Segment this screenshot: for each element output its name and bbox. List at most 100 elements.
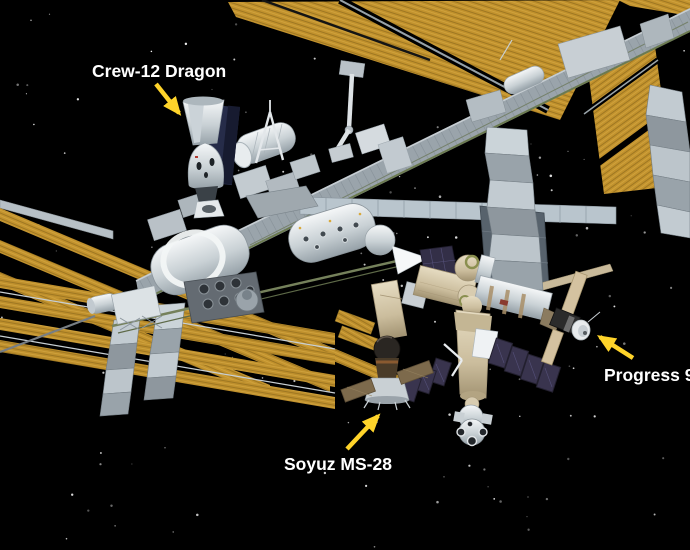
star bbox=[71, 493, 74, 496]
module-end-cap bbox=[86, 298, 96, 314]
radiator-column-right bbox=[645, 84, 690, 239]
star bbox=[365, 484, 368, 487]
main-truss bbox=[135, 8, 690, 303]
side-port bbox=[481, 413, 493, 425]
star bbox=[483, 468, 486, 471]
star bbox=[30, 19, 32, 22]
crew12-dragon-label: Crew-12 Dragon bbox=[92, 61, 226, 81]
radiator-column-port-1 bbox=[99, 317, 141, 417]
star bbox=[131, 463, 133, 465]
star bbox=[583, 158, 585, 160]
stowage-box bbox=[232, 165, 274, 199]
star bbox=[454, 236, 458, 239]
progress-aft-inner bbox=[578, 325, 588, 337]
panel-lines bbox=[346, 368, 429, 397]
star bbox=[683, 50, 685, 52]
capsule-window bbox=[209, 158, 215, 166]
star bbox=[575, 234, 579, 237]
crew12-dragon-arrow bbox=[154, 82, 182, 116]
star bbox=[519, 415, 521, 418]
star bbox=[567, 150, 569, 153]
soyuz-aft-rim bbox=[365, 396, 409, 404]
star bbox=[568, 365, 571, 368]
star bbox=[48, 13, 51, 15]
star bbox=[261, 377, 264, 379]
stowage-box bbox=[147, 208, 187, 242]
nauka-end bbox=[460, 391, 486, 401]
star bbox=[282, 170, 285, 173]
star bbox=[99, 463, 102, 466]
side-port bbox=[453, 411, 465, 423]
annotations: Crew-12 Dragon Soyuz MS-28 Progress 90 bbox=[92, 61, 690, 474]
soyuz-ms28-label: Soyuz MS-28 bbox=[284, 454, 392, 474]
truss-box bbox=[465, 89, 507, 123]
soyuz-ms28-arrow bbox=[345, 413, 381, 451]
progress-90-arrow bbox=[596, 335, 635, 360]
star bbox=[426, 236, 429, 239]
star bbox=[151, 246, 153, 248]
star bbox=[293, 379, 296, 383]
star bbox=[526, 515, 528, 518]
star bbox=[347, 421, 350, 424]
truss-radiator-panel bbox=[557, 25, 631, 79]
soyuz-ms28-spacecraft bbox=[340, 279, 434, 411]
progress-band bbox=[563, 315, 575, 333]
star bbox=[375, 421, 378, 424]
star bbox=[211, 88, 213, 91]
solar-array-corner-wedge bbox=[618, 0, 690, 16]
dragon-trunk-shadow bbox=[219, 105, 241, 185]
arm-segment bbox=[336, 128, 351, 150]
star bbox=[414, 187, 416, 189]
star bbox=[596, 345, 598, 348]
module-rail bbox=[111, 256, 411, 328]
star bbox=[664, 373, 666, 375]
star bbox=[360, 252, 363, 255]
era-arm bbox=[443, 343, 463, 377]
star bbox=[102, 371, 105, 374]
progress-nozzle bbox=[583, 331, 587, 335]
star bbox=[593, 415, 596, 418]
truss-tank bbox=[503, 65, 545, 95]
progress-solar-panel-lower bbox=[540, 328, 564, 366]
star bbox=[245, 111, 247, 114]
orbital-module-highlight bbox=[376, 336, 393, 343]
cupola-window bbox=[242, 290, 252, 300]
star bbox=[569, 414, 572, 417]
us-segment-modules bbox=[86, 60, 429, 334]
star bbox=[389, 191, 392, 194]
star bbox=[196, 513, 199, 517]
star bbox=[172, 531, 174, 533]
module-hatches bbox=[302, 221, 360, 250]
star bbox=[545, 497, 549, 501]
star bbox=[373, 545, 376, 548]
star bbox=[16, 83, 19, 87]
star bbox=[662, 457, 665, 460]
radiator-column-port-2 bbox=[143, 302, 186, 401]
progress-90-label: Progress 90 bbox=[604, 365, 690, 385]
radiator-column-center bbox=[484, 126, 544, 291]
nosecone-shading bbox=[188, 103, 204, 143]
star bbox=[608, 294, 612, 298]
star bbox=[653, 513, 656, 516]
stowage-box bbox=[289, 154, 321, 180]
array-seam bbox=[261, 0, 431, 62]
star bbox=[493, 498, 496, 500]
star bbox=[396, 232, 398, 235]
star bbox=[237, 169, 240, 172]
a-frame-strut bbox=[254, 100, 285, 164]
star bbox=[99, 452, 102, 454]
star bbox=[670, 286, 673, 289]
star bbox=[234, 23, 238, 26]
star bbox=[438, 195, 442, 198]
truss-girder-texture bbox=[136, 8, 690, 303]
edge-on-array-strip bbox=[0, 199, 114, 240]
star bbox=[87, 509, 90, 512]
star bbox=[527, 496, 529, 498]
star bbox=[585, 226, 589, 230]
star bbox=[443, 476, 445, 478]
star bbox=[110, 504, 113, 507]
rassvet-texture bbox=[379, 294, 403, 300]
capsule-window bbox=[196, 162, 202, 170]
